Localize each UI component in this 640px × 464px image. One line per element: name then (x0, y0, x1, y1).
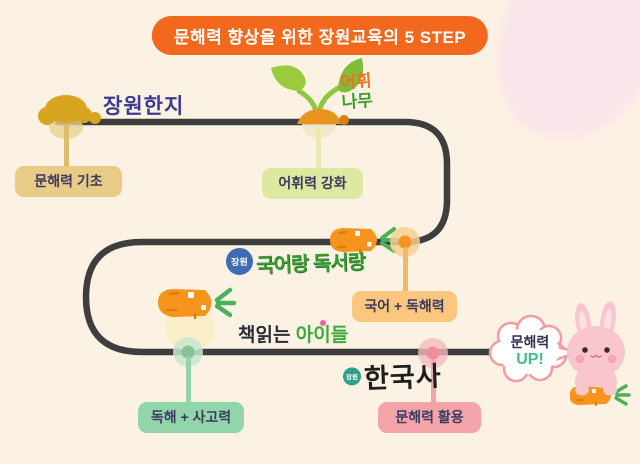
carrot-icon (158, 287, 237, 351)
logo-text: 한국사 (363, 361, 443, 394)
connector-step2 (316, 127, 321, 172)
logo-text: 국어랑 독서랑 (255, 251, 366, 278)
bubble-line1: 문해력 (510, 334, 550, 350)
step-label-4: 독해 + 사고력 (138, 402, 244, 433)
carrot-icon (330, 227, 400, 255)
logo-gugeorang-dokseorang: 장원 국어랑 독서랑 (225, 244, 366, 280)
connector-step3 (403, 247, 408, 295)
title-text: 문해력 향상을 위한 장원교육의 5 STEP (173, 28, 467, 47)
path-node-3 (390, 227, 420, 257)
rabbit-icon (567, 301, 631, 406)
jangwon-badge: 장원 (342, 367, 362, 386)
logo-jangwon-hanji: 장원한지 (103, 95, 185, 118)
logo-eohwi: 어휘 (339, 70, 373, 93)
title-banner: 문해력 향상을 위한 장원교육의 5 STEP (151, 16, 489, 55)
logo-chaekilkneun: 책읽는 (238, 325, 291, 346)
logo-eohwi-namu: 어휘 나무 (340, 71, 374, 113)
step-label-1: 문해력 기초 (15, 166, 122, 197)
connector-step1 (64, 124, 69, 170)
speech-bubble-text: 문해력 UP! (498, 334, 562, 368)
step-label-2: 어휘력 강화 (262, 168, 363, 199)
flower-dot-icon (319, 320, 326, 326)
step-label-3: 국어 + 독해력 (352, 291, 457, 322)
tree-icon (38, 95, 101, 139)
connector-step5 (431, 359, 436, 405)
logo-chaekilkneun-aideul: 책읽는 아이들 (238, 320, 348, 347)
logo-aideul: 아이들 (296, 320, 348, 346)
logo-hanguksa: 장원 한국사 (342, 354, 442, 396)
bubble-line2: UP! (516, 351, 544, 368)
jangwon-badge: 장원 (225, 247, 254, 276)
path-node-5 (418, 338, 448, 368)
step-label-5: 문해력 활용 (378, 402, 481, 433)
path-node-4 (173, 337, 203, 367)
speech-bubble (488, 314, 579, 383)
logo-namu: 나무 (341, 90, 374, 113)
connector-step4 (186, 356, 191, 405)
sprout-icon (271, 58, 364, 138)
winding-path (54, 118, 501, 356)
